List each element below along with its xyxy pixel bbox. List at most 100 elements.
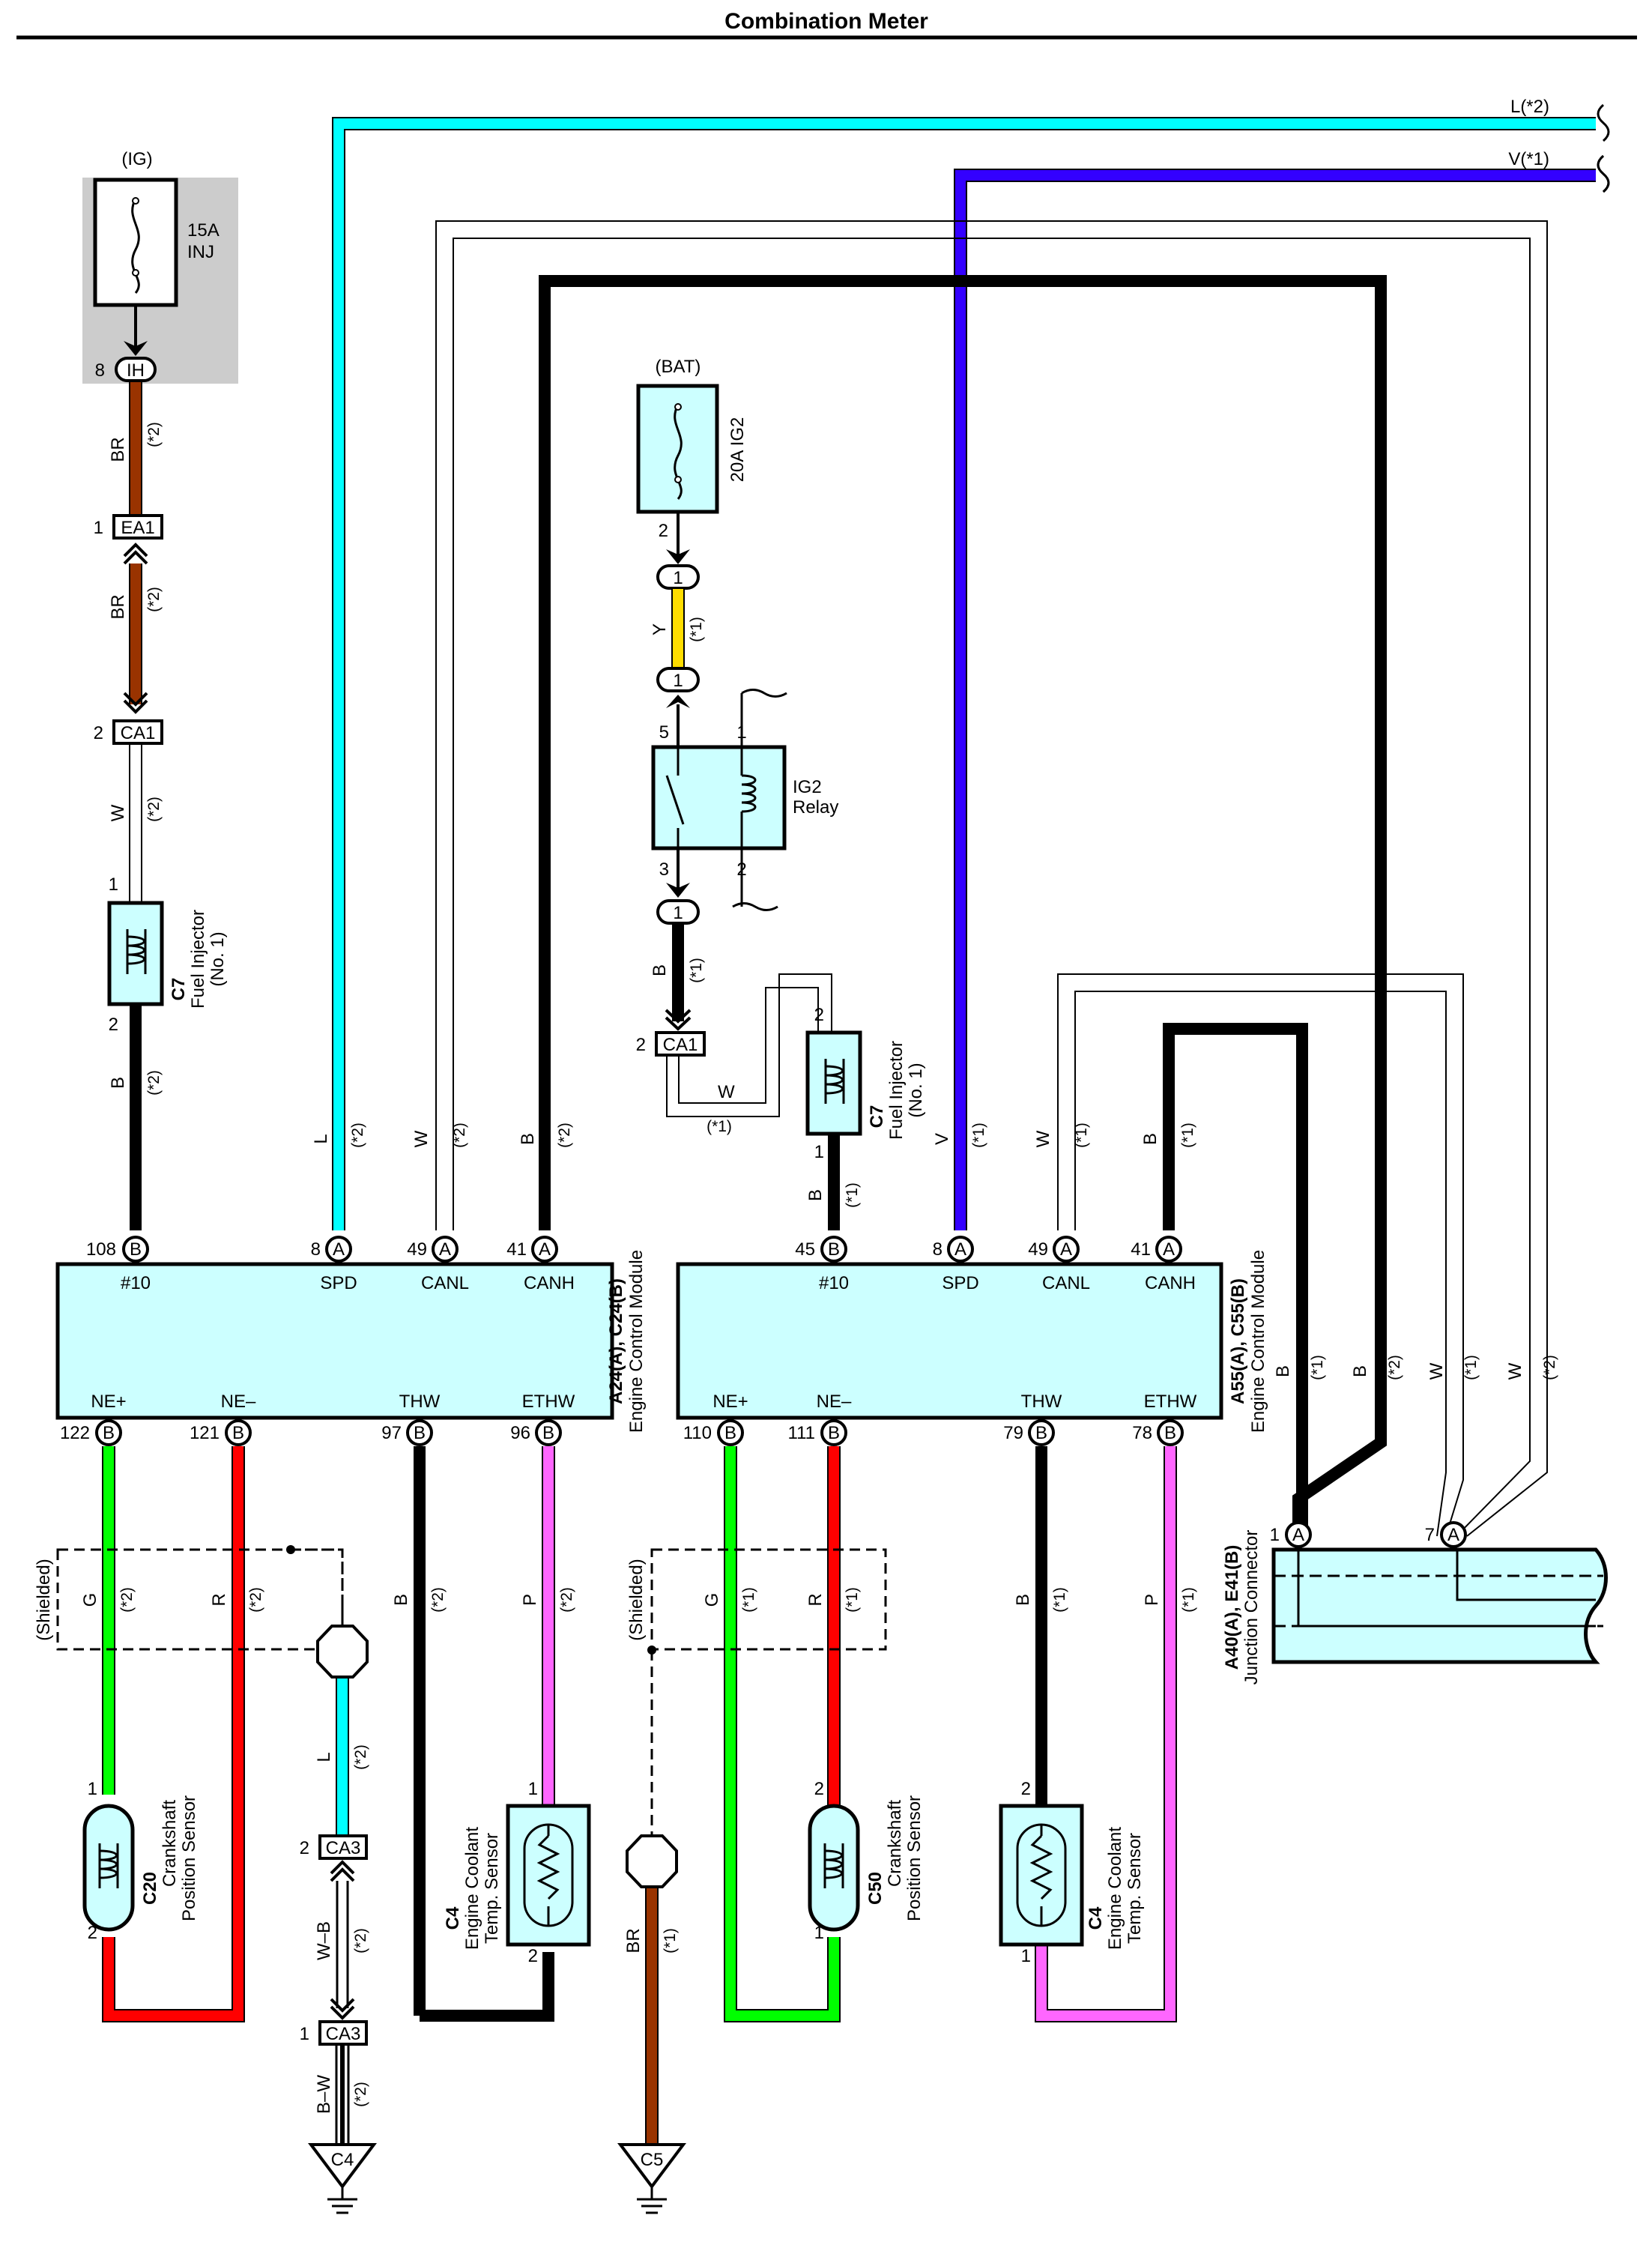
- connector-ca3-bottom: CA3 1: [300, 2020, 368, 2046]
- svg-text:1: 1: [300, 2024, 309, 2044]
- svg-text:8: 8: [933, 1239, 943, 1260]
- svg-text:A: A: [539, 1239, 551, 1260]
- wire-marker-r-left: (*2): [247, 1587, 264, 1613]
- coolant-sensor-c4-right: 2 1 C4 Engine Coolant Temp. Sensor: [999, 1779, 1145, 1966]
- wire-label-b-inj: B: [108, 1077, 128, 1089]
- connector-ca1-mid: CA1 2: [636, 1031, 706, 1057]
- wire-label-l-shield: L: [314, 1752, 334, 1762]
- wire-label-w-ca1: W: [718, 1082, 735, 1102]
- svg-text:111: 111: [788, 1423, 815, 1443]
- svg-text:IH: IH: [127, 360, 145, 381]
- jc-marker-w2: (*2): [1541, 1355, 1558, 1380]
- svg-text:#10: #10: [121, 1273, 151, 1293]
- svg-text:121: 121: [190, 1423, 220, 1443]
- svg-text:IG2: IG2: [793, 777, 822, 797]
- svg-text:C20: C20: [140, 1872, 160, 1905]
- svg-text:A: A: [439, 1239, 451, 1260]
- svg-text:Crankshaft: Crankshaft: [885, 1800, 905, 1887]
- svg-text:CA1: CA1: [663, 1035, 698, 1055]
- wire-label-b-right: B: [1140, 1133, 1161, 1145]
- wire-label-r-right: R: [805, 1593, 826, 1606]
- svg-text:2: 2: [659, 521, 668, 541]
- svg-text:2: 2: [528, 1946, 538, 1966]
- svg-text:#10: #10: [819, 1273, 849, 1293]
- svg-text:2: 2: [1021, 1779, 1031, 1799]
- svg-text:B: B: [130, 1239, 142, 1260]
- svg-text:Engine Coolant: Engine Coolant: [462, 1827, 482, 1950]
- svg-text:1: 1: [88, 1779, 97, 1799]
- svg-text:110: 110: [683, 1423, 712, 1443]
- wire-marker-br: (*2): [145, 422, 163, 447]
- svg-text:1: 1: [1021, 1946, 1031, 1966]
- wire-marker-wb: (*2): [352, 1928, 369, 1954]
- wire-marker-g-right: (*1): [740, 1587, 757, 1613]
- wire-wb: [336, 1881, 349, 2008]
- wire-label-wb: W–B: [314, 1921, 334, 1960]
- wire-break-mark: [1597, 103, 1610, 193]
- shield-ground-right: [626, 1834, 678, 1888]
- jc-pin-7: A7: [1425, 1521, 1467, 1548]
- wire-label-w-left: W: [411, 1130, 432, 1147]
- wire-label-br: BR: [108, 437, 128, 462]
- svg-text:2: 2: [814, 1005, 824, 1025]
- svg-text:Fuel Injector: Fuel Injector: [886, 1041, 907, 1140]
- wire-label-v: V: [932, 1133, 952, 1145]
- shielded-left: (Shielded): [34, 1559, 54, 1640]
- svg-text:45: 45: [795, 1239, 815, 1260]
- svg-text:79: 79: [1003, 1423, 1023, 1443]
- svg-text:Position Sensor: Position Sensor: [179, 1795, 199, 1921]
- wire-label-v1: V(*1): [1508, 149, 1549, 169]
- svg-text:Engine Control Module: Engine Control Module: [626, 1250, 647, 1433]
- wire-label-p-left: P: [520, 1594, 540, 1606]
- svg-text:1: 1: [94, 518, 103, 538]
- wire-marker-b-inj: (*2): [145, 1070, 163, 1096]
- wire-w-canl-right: [1057, 973, 1464, 1537]
- fuel-injector-left: 1 2 C7 Fuel Injector (No. 1): [107, 874, 228, 1035]
- jc-label-w2: W: [1505, 1362, 1525, 1380]
- connector-ca3-top: CA3 2: [300, 1834, 368, 1882]
- wire-g-right: [724, 1446, 841, 2022]
- shielded-right: (Shielded): [626, 1559, 647, 1640]
- svg-text:1: 1: [673, 568, 683, 588]
- connector-relay-bottom: 1: [656, 899, 700, 925]
- crank-sensor-c20: 1 2 C20 Crankshaft Position Sensor: [82, 1779, 199, 1943]
- svg-text:CANH: CANH: [524, 1273, 575, 1293]
- wire-label-w-right: W: [1033, 1130, 1053, 1147]
- wire-r-left: [102, 1446, 245, 2022]
- fuse-inj-name: INJ: [187, 242, 214, 262]
- svg-text:49: 49: [1028, 1239, 1048, 1260]
- svg-text:(No. 1): (No. 1): [208, 931, 228, 986]
- wire-marker-w-ca1: (*1): [707, 1118, 732, 1135]
- jc-marker-w1: (*1): [1462, 1355, 1480, 1380]
- wire-marker-bw: (*2): [352, 2082, 369, 2107]
- svg-text:B: B: [828, 1239, 840, 1260]
- fuse-ig2-label: 20A IG2: [727, 417, 748, 483]
- wire-marker-br-shield: (*1): [662, 1928, 679, 1954]
- junction-connector: A1 A7 A40(A), E41(B) Junction Connector: [1222, 1521, 1608, 1685]
- wire-b-canh-right: [1163, 1023, 1308, 1535]
- wire-marker-v: (*1): [970, 1123, 987, 1148]
- wire-label-g-right: G: [702, 1593, 722, 1607]
- svg-text:1: 1: [109, 874, 118, 895]
- wire-label-r-left: R: [209, 1593, 229, 1606]
- svg-text:THW: THW: [399, 1392, 441, 1412]
- svg-text:C7: C7: [867, 1105, 887, 1128]
- wire-marker-b-inj-r: (*1): [844, 1182, 861, 1208]
- svg-text:NE–: NE–: [221, 1392, 256, 1412]
- svg-text:Temp. Sensor: Temp. Sensor: [1125, 1833, 1145, 1944]
- svg-text:Temp. Sensor: Temp. Sensor: [482, 1833, 502, 1944]
- wire-marker-l-left: (*2): [349, 1123, 366, 1148]
- svg-text:A55(A), C55(B): A55(A), C55(B): [1228, 1278, 1248, 1404]
- jc-pin-1: A1: [1270, 1521, 1312, 1548]
- svg-text:78: 78: [1132, 1423, 1152, 1443]
- svg-text:B: B: [1035, 1423, 1047, 1443]
